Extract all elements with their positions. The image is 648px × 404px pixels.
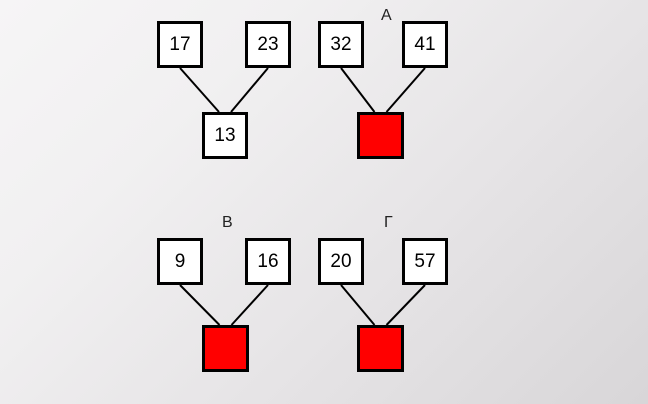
node-box-parent-group-Gamma-1[interactable]: 57 [402, 238, 448, 285]
node-value: 57 [414, 251, 436, 272]
edge-group-1-0 [179, 67, 220, 113]
node-box-parent-group-A-1[interactable]: 41 [402, 21, 448, 68]
edge-group-A-0 [340, 67, 376, 113]
node-value: 41 [414, 34, 436, 55]
node-value: 17 [169, 34, 191, 55]
node-value: 20 [330, 251, 352, 272]
node-value: 23 [257, 34, 279, 55]
group-label-group-Gamma: Γ [384, 214, 393, 231]
edge-group-A-1 [385, 67, 426, 113]
node-box-parent-group-B-0[interactable]: 9 [157, 238, 203, 285]
node-box-child-group-A[interactable] [357, 112, 404, 159]
edge-group-Gamma-0 [340, 284, 376, 326]
node-value: 9 [174, 251, 186, 272]
node-box-child-group-B[interactable] [202, 325, 249, 372]
edge-group-Gamma-1 [385, 284, 426, 326]
node-box-parent-group-1-0[interactable]: 17 [157, 21, 203, 68]
node-box-child-group-Gamma[interactable] [357, 325, 404, 372]
node-value: 13 [214, 125, 236, 146]
node-box-parent-group-Gamma-0[interactable]: 20 [318, 238, 364, 285]
edge-group-1-1 [230, 67, 269, 113]
group-label-group-B: B [222, 214, 233, 231]
node-value: 32 [330, 34, 352, 55]
node-box-child-group-1[interactable]: 13 [202, 112, 248, 159]
edge-group-B-0 [179, 284, 221, 326]
node-value: 16 [257, 251, 279, 272]
node-box-parent-group-B-1[interactable]: 16 [245, 238, 291, 285]
node-box-parent-group-1-1[interactable]: 23 [245, 21, 291, 68]
group-label-group-A: A [381, 7, 392, 24]
edge-group-B-1 [230, 284, 269, 326]
node-box-parent-group-A-0[interactable]: 32 [318, 21, 364, 68]
